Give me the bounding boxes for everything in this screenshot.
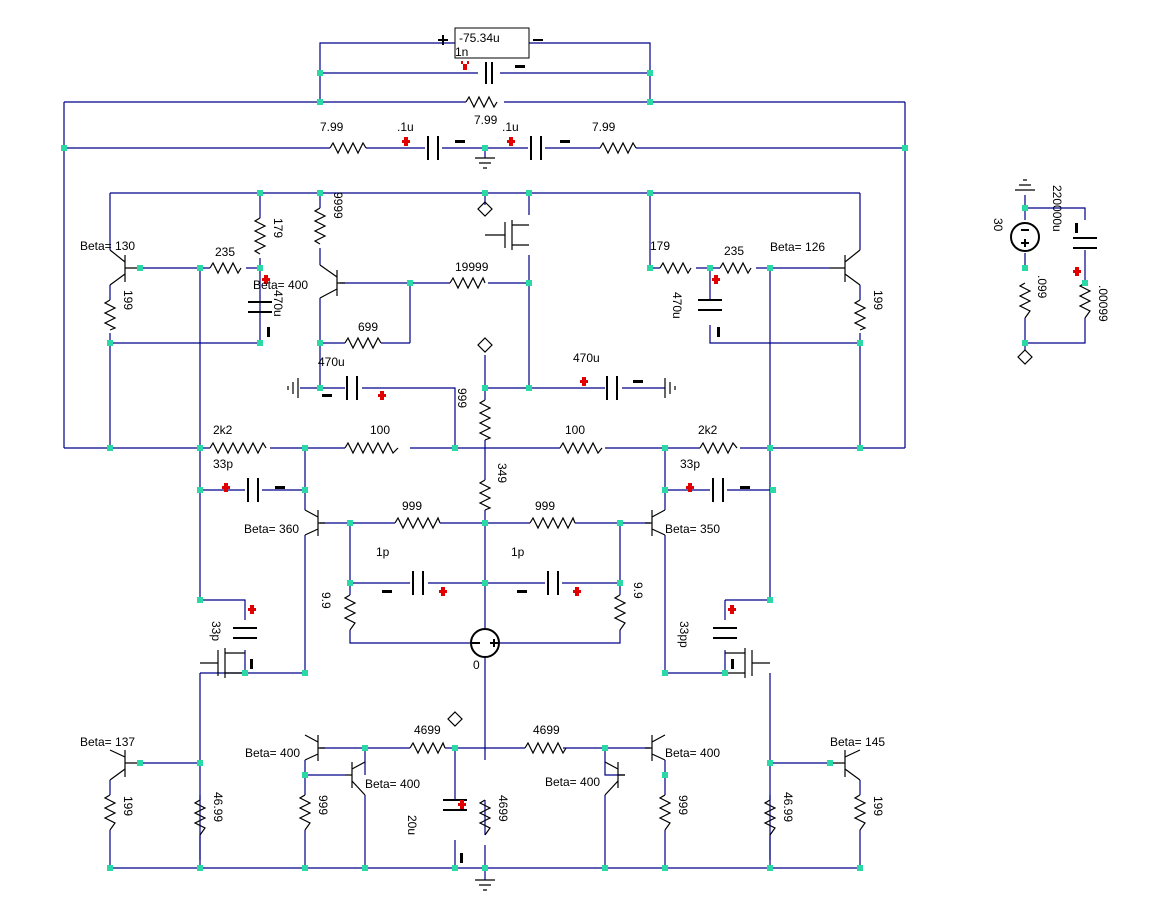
label-r-side-00099: .00099 xyxy=(1096,285,1110,322)
polarity-marks xyxy=(222,61,1081,863)
label-r-349: 349 xyxy=(495,463,509,483)
capacitor-symbols xyxy=(233,62,1097,811)
label-q-low-right-mir: Beta= 400 xyxy=(665,746,720,760)
label-r-side-099: .099 xyxy=(1035,275,1049,299)
label-v-input: 0 xyxy=(473,658,480,672)
label-r-right-179: 179 xyxy=(650,239,670,253)
label-r-4699-left: 4699 xyxy=(414,723,441,737)
label-r-left-235: 235 xyxy=(215,245,235,259)
label-r-left-799: 7.99 xyxy=(320,120,344,134)
label-r-9999: 9999 xyxy=(331,192,345,219)
label-r-lower-left-199: 199 xyxy=(121,796,135,816)
label-c-top-right: .1u xyxy=(502,120,519,134)
label-r-999-vertical: 999 xyxy=(455,388,469,408)
label-r-left-179: 179 xyxy=(271,218,285,238)
label-r-699: 699 xyxy=(358,320,378,334)
label-r-4699-right: 4699 xyxy=(533,723,560,737)
resistor-symbols xyxy=(103,95,1092,836)
port-diamonds xyxy=(447,201,1033,727)
label-c-right-470u-vert: 470u xyxy=(670,292,684,319)
label-v-supply: 30 xyxy=(991,218,1005,232)
wiring xyxy=(63,42,1086,880)
label-q-diff-left: Beta= 360 xyxy=(244,522,299,536)
label-c-mid-470u: 470u xyxy=(318,355,345,369)
label-q-diff-right: Beta= 350 xyxy=(665,522,720,536)
label-r-right-199: 199 xyxy=(871,290,885,310)
label-r-lower-4699-mid: 4699 xyxy=(496,795,510,822)
label-c-1p-right: 1p xyxy=(511,545,525,559)
label-c-top-left: .1u xyxy=(397,120,414,134)
label-r-2k2-right: 2k2 xyxy=(698,423,718,437)
label-c-right-470u: 470u xyxy=(573,351,600,365)
label-c-1p-left: 1p xyxy=(376,545,390,559)
label-r-lower-999-right: 999 xyxy=(676,795,690,815)
label-c-33p-left-vert: 33p xyxy=(209,621,223,641)
label-r-999-left: 999 xyxy=(402,499,422,513)
label-r-lower-left-4699: 46.99 xyxy=(211,792,225,822)
label-r-left-199: 199 xyxy=(121,290,135,310)
label-q-low-right-mir2: Beta= 400 xyxy=(545,775,600,789)
label-q-low-left-out: Beta= 137 xyxy=(80,735,135,749)
label-q-top-mid: Beta= 400 xyxy=(253,278,308,292)
component-labels: 7.99 7.99 7.99 .1u .1u Beta= 130 235 179… xyxy=(80,113,1110,835)
label-r-19999: 19999 xyxy=(455,260,489,274)
meter-value: -75.34u xyxy=(459,31,500,45)
label-c-33p-left: 33p xyxy=(213,457,233,471)
label-r-99-left: 9.9 xyxy=(319,592,333,609)
label-q-top-left: Beta= 130 xyxy=(80,239,135,253)
transistor-symbols xyxy=(109,220,861,796)
label-c-20u: 20u xyxy=(405,815,419,835)
label-c-33pp-right-vert: 33pp xyxy=(677,621,691,648)
label-q-top-right: Beta= 126 xyxy=(770,240,825,254)
label-r-100-right: 100 xyxy=(565,423,585,437)
label-r-999-right: 999 xyxy=(535,499,555,513)
label-q-low-right-out: Beta= 145 xyxy=(830,735,885,749)
voltage-sources xyxy=(470,222,1040,658)
label-r-100-left: 100 xyxy=(370,423,390,437)
label-q-low-left-mir2: Beta= 400 xyxy=(365,777,420,791)
ground-symbols xyxy=(287,157,1035,891)
junction-nodes xyxy=(61,70,1088,871)
label-r-lower-999-left: 999 xyxy=(316,795,330,815)
label-c-33p-right: 33p xyxy=(680,457,700,471)
label-r-2k2-left: 2k2 xyxy=(213,423,233,437)
label-r-lower-right-4699: 46.99 xyxy=(781,792,795,822)
meter-cap: 1n xyxy=(455,45,468,59)
label-c-side-220000u: 220000u xyxy=(1050,185,1064,232)
label-c-left-470u: 470u xyxy=(271,290,285,317)
label-r-top-fb: 7.99 xyxy=(474,113,498,127)
label-r-right-799: 7.99 xyxy=(592,120,616,134)
meter-box[interactable] xyxy=(454,27,530,59)
label-r-lower-right-199: 199 xyxy=(871,796,885,816)
label-r-99-right: 9.9 xyxy=(631,582,645,599)
label-r-right-235: 235 xyxy=(724,244,744,258)
label-q-low-left-mir: Beta= 400 xyxy=(245,746,300,760)
